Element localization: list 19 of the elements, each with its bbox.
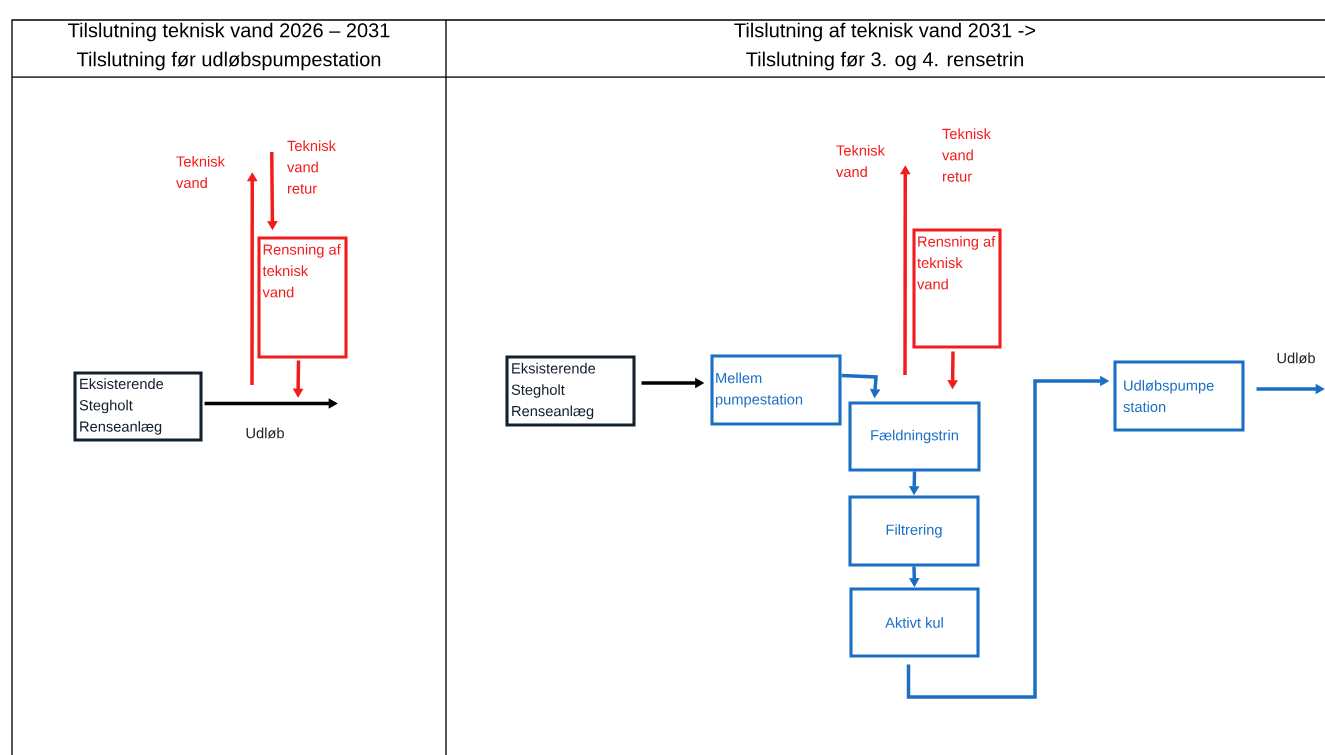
process-box: Filtrering [848, 495, 980, 567]
process-box: Aktivt kul [849, 587, 980, 658]
flow-label: Teknisk vand [836, 144, 885, 178]
flow-label: Teknisk vand retur [287, 140, 336, 194]
header-text: Tilslutning teknisk vand 2026 – 2031 [68, 22, 390, 42]
header-text: Tilslutning før udløbspumpestation [76, 51, 381, 71]
process-box: Fældningstrin [848, 401, 981, 472]
process-box: Rensning af teknisk vand [257, 236, 348, 359]
process-box: Udløbspumpe station [1113, 360, 1245, 432]
flow-label: Teknisk vand [176, 155, 225, 189]
edge-label: Udløb [1275, 351, 1317, 365]
edge-label: Udløb [244, 426, 286, 440]
process-box: Mellem pumpestation [710, 354, 842, 426]
process-box: Rensning af teknisk vand [912, 228, 1002, 349]
flow-label: Teknisk vand retur [942, 128, 991, 182]
process-box: Eksisterende Stegholt Renseanlæg [505, 355, 636, 427]
header-text: Tilslutning før 3. og 4. rensetrin [746, 51, 1023, 71]
header-text: Tilslutning af teknisk vand 2031 -> [734, 22, 1036, 42]
process-box: Eksisterende Stegholt Renseanlæg [73, 371, 203, 442]
